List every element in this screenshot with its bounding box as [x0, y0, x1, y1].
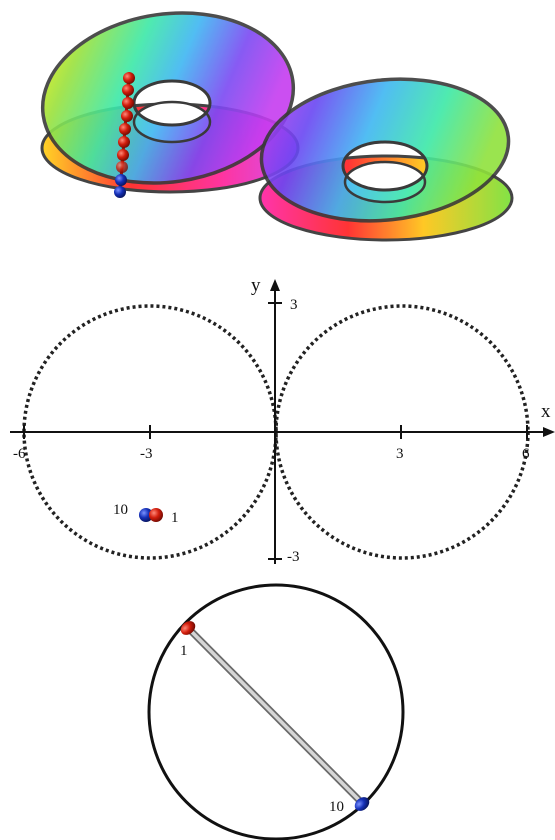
start-bead: [180, 621, 196, 635]
x-tick-label: -3: [140, 446, 153, 462]
right-hole-rim-top: [341, 140, 429, 192]
bead-3d: [122, 97, 134, 109]
x-axis-arrow: [543, 427, 555, 437]
end-bead: [354, 797, 370, 811]
y-tick-label-bottom: -3: [287, 549, 300, 565]
start-bead-label: 1: [180, 643, 188, 659]
x-tick-label: 6: [522, 446, 530, 462]
bead-3d: [115, 174, 127, 186]
unit-circle: [147, 583, 405, 840]
bead-3d: [114, 186, 126, 198]
bead-3d: [121, 110, 133, 122]
x-tick-label: -6: [13, 446, 26, 462]
end-bead-label: 10: [113, 502, 128, 518]
y-axis-arrow: [270, 279, 280, 291]
bead-3d: [122, 84, 134, 96]
x-axis-label: x: [541, 401, 551, 422]
end-bead-label: 10: [329, 799, 344, 815]
surface-3d-illustration: [40, 11, 514, 242]
left-hole-rim-bottom: [132, 100, 212, 144]
bead-chain-3d: [114, 72, 135, 198]
bead-3d: [117, 149, 129, 161]
x-tick-label: 3: [396, 446, 404, 462]
circle-chord-diagram: 1 10: [147, 583, 405, 840]
bead-3d: [123, 72, 135, 84]
end-bead: [139, 508, 153, 522]
right-upper-sheet: [259, 77, 511, 223]
xy-plane-diagram: x y -6 -3 3 6 3 -3 10 1: [10, 275, 555, 565]
bead-3d: [118, 136, 130, 148]
bead-pair-planar: [139, 508, 163, 522]
start-bead-label: 1: [171, 510, 179, 526]
right-hole-rim-bottom: [343, 160, 427, 204]
y-tick-label-top: 3: [290, 297, 298, 313]
left-upper-sheet: [40, 11, 296, 185]
bead-3d: [116, 161, 128, 173]
y-axis-label: y: [251, 275, 261, 296]
bead-3d: [119, 123, 131, 135]
chord-rod: [186, 626, 364, 805]
start-bead: [149, 508, 163, 522]
